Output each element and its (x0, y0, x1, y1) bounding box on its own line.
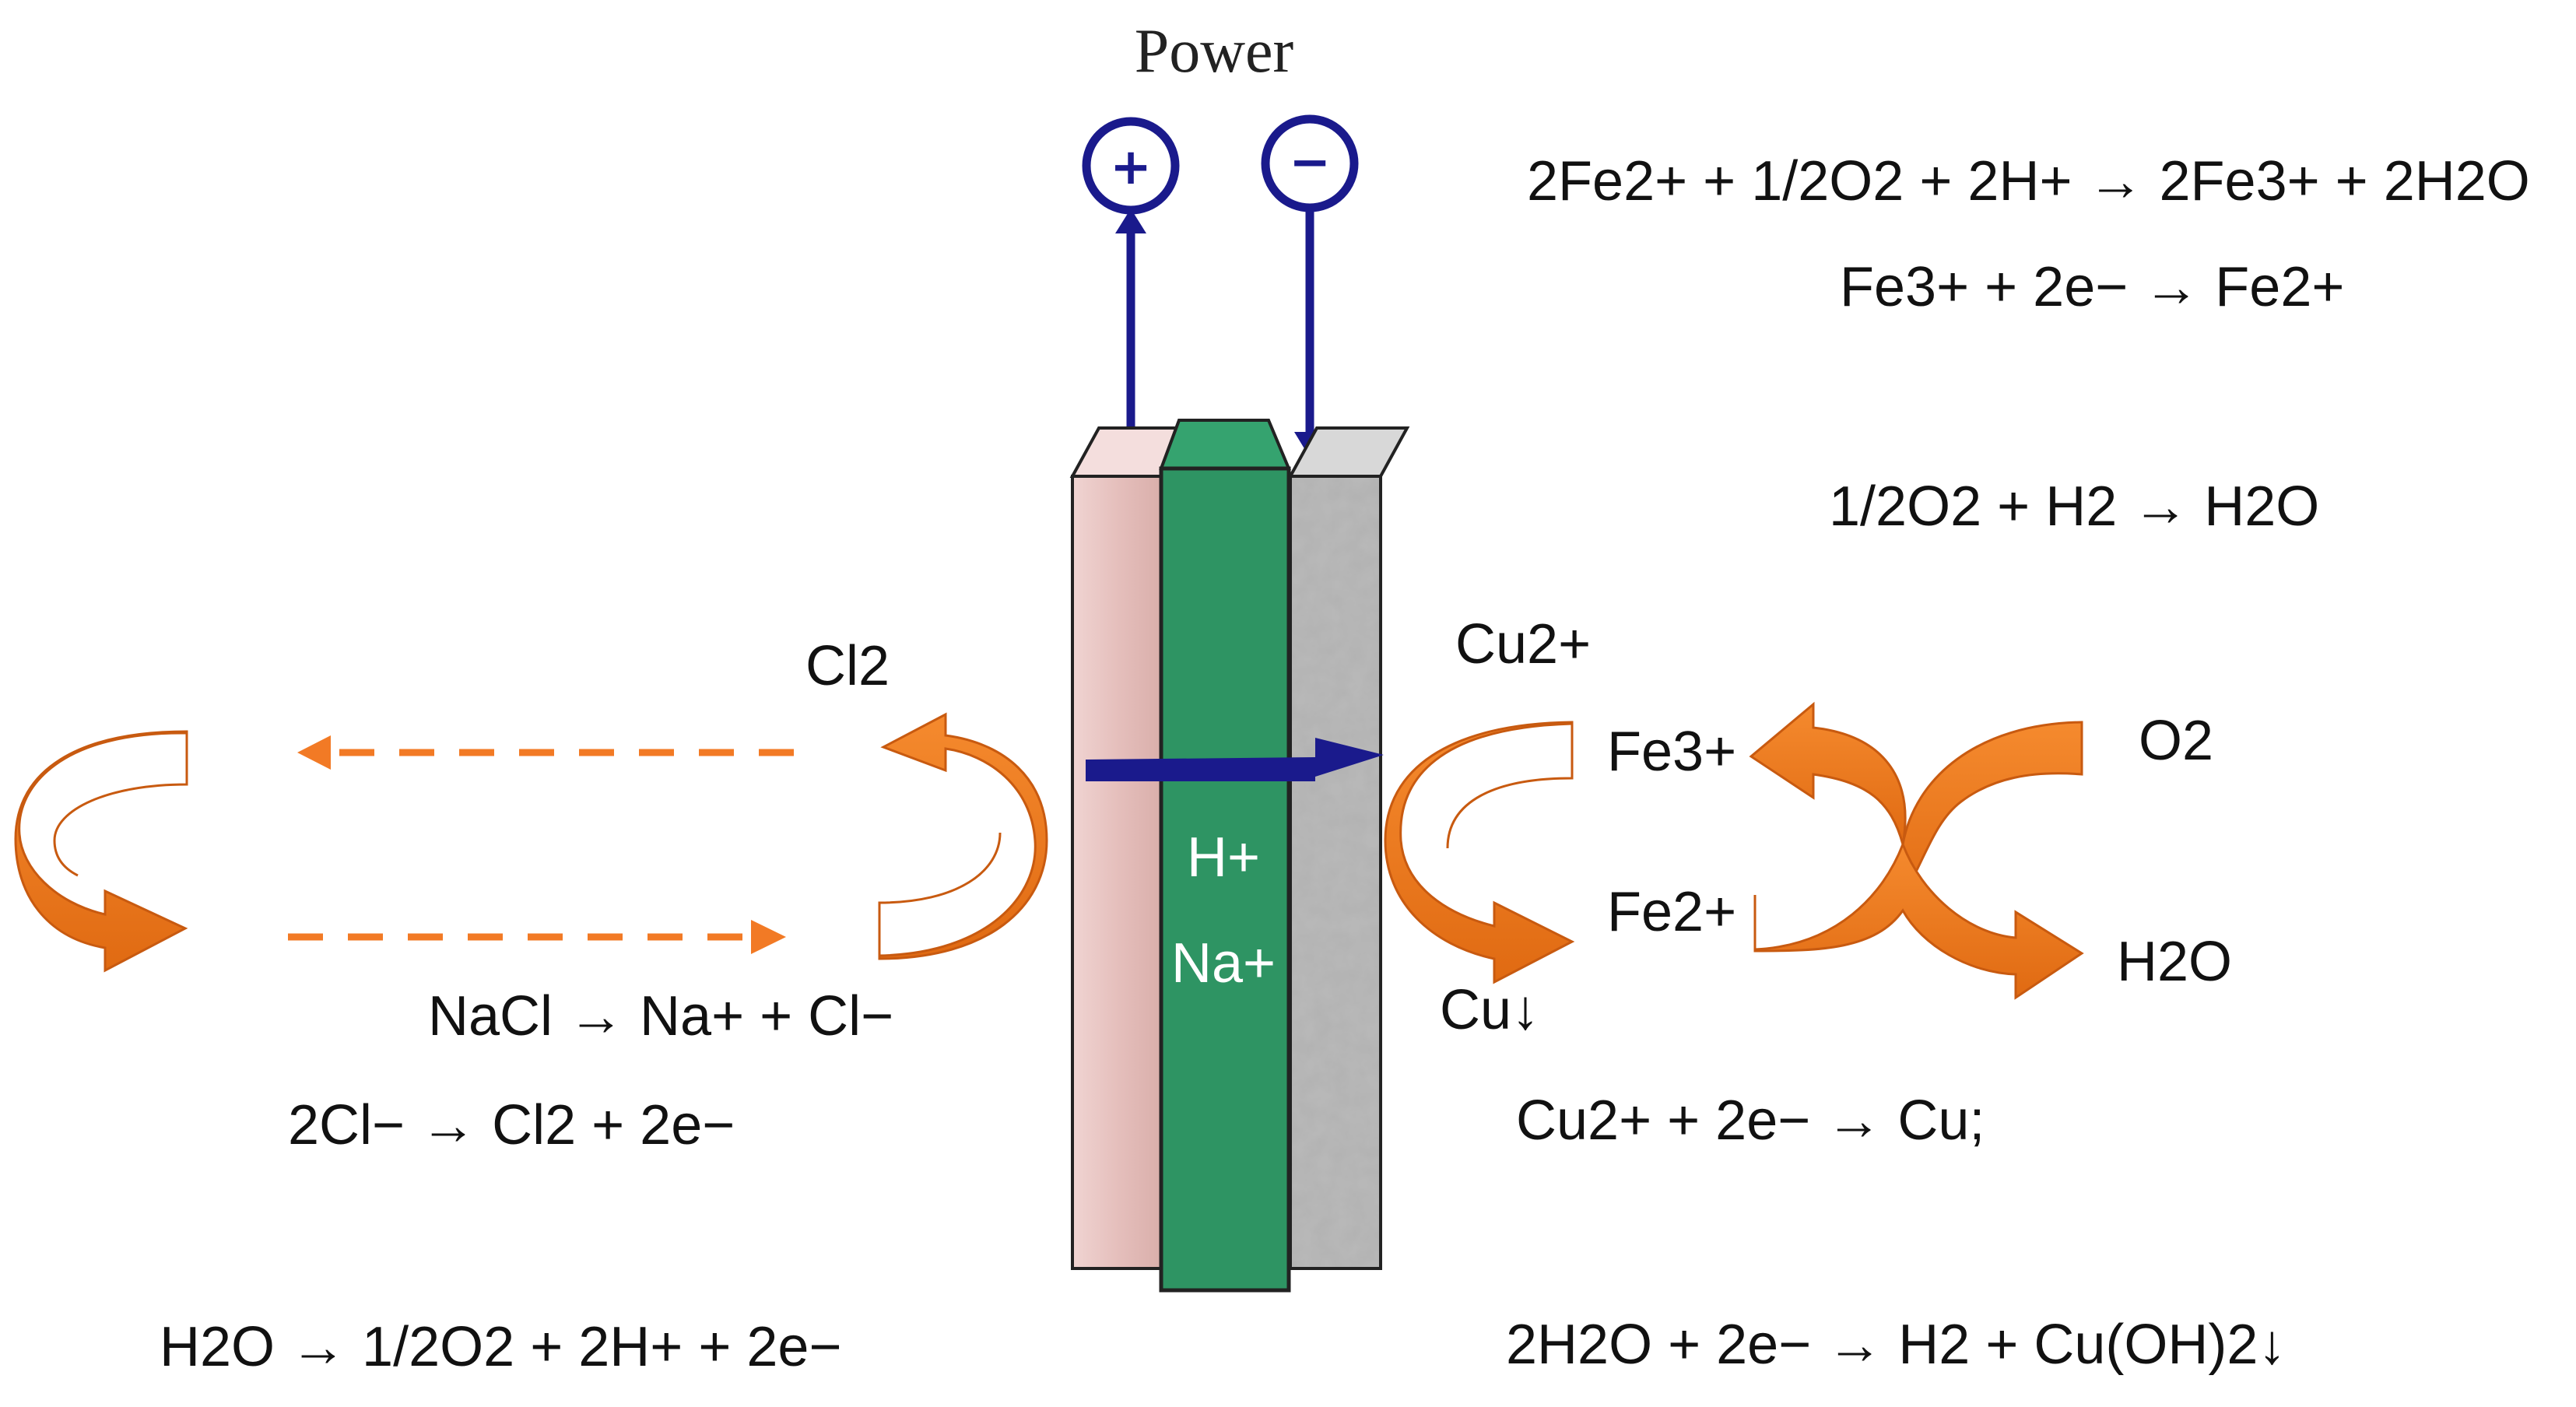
cl2-label: Cl2 (805, 635, 890, 697)
hydroxide-formation-equation: 2H2O + 2e− → H2 + Cu(OH)2↓ (1506, 1314, 2286, 1376)
ion-transport-arrow (1086, 738, 1384, 781)
iron-reduction-equation: Fe3+ + 2e− → Fe2+ (1840, 256, 2344, 318)
dashed-arrowhead-left (297, 735, 331, 770)
fe2-label: Fe2+ (1607, 881, 1736, 943)
right-cycle-arrow-fe2 (1753, 840, 2084, 1000)
negative-sign: − (1289, 134, 1331, 191)
negative-terminal: − (1261, 114, 1359, 212)
water-formation-equation: 1/2O2 + H2 → H2O (1829, 475, 2319, 538)
ion-exchange-membrane (1159, 419, 1292, 1293)
sodium-label: Na+ (1171, 932, 1276, 995)
anode-plate (1069, 426, 1192, 1270)
o2-label: O2 (2139, 710, 2213, 772)
copper-reduction-equation: Cu2+ + 2e− → Cu; (1516, 1089, 1985, 1152)
chloride-oxidation-equation: 2Cl− → Cl2 + 2e− (288, 1094, 735, 1156)
cu2-label: Cu2+ (1455, 613, 1591, 675)
positive-terminal: + (1082, 117, 1180, 215)
power-label: Power (1135, 17, 1293, 86)
proton-label: H+ (1187, 826, 1260, 889)
fe3-label: Fe3+ (1607, 721, 1736, 783)
h2o-label: H2O (2117, 931, 2232, 993)
left-cycle-arrow-outer (14, 730, 188, 973)
right-cycle-arrow-cu (1384, 721, 1575, 984)
left-cycle-arrow-inner (878, 712, 1048, 960)
nacl-dissociation-equation: NaCl → Na+ + Cl− (428, 985, 893, 1047)
cu-precipitate-label: Cu↓ (1440, 979, 1539, 1041)
dashed-arrowhead-right (751, 920, 786, 954)
cathode-plate (1287, 426, 1410, 1270)
positive-sign: + (1110, 139, 1152, 196)
positive-wire (1115, 209, 1146, 451)
iron-oxidation-equation: 2Fe2+ + 1/2O2 + 2H+ → 2Fe3+ + 2H2O (1527, 150, 2530, 212)
water-oxidation-equation: H2O → 1/2O2 + 2H+ + 2e− (160, 1316, 842, 1378)
negative-wire (1294, 210, 1325, 458)
